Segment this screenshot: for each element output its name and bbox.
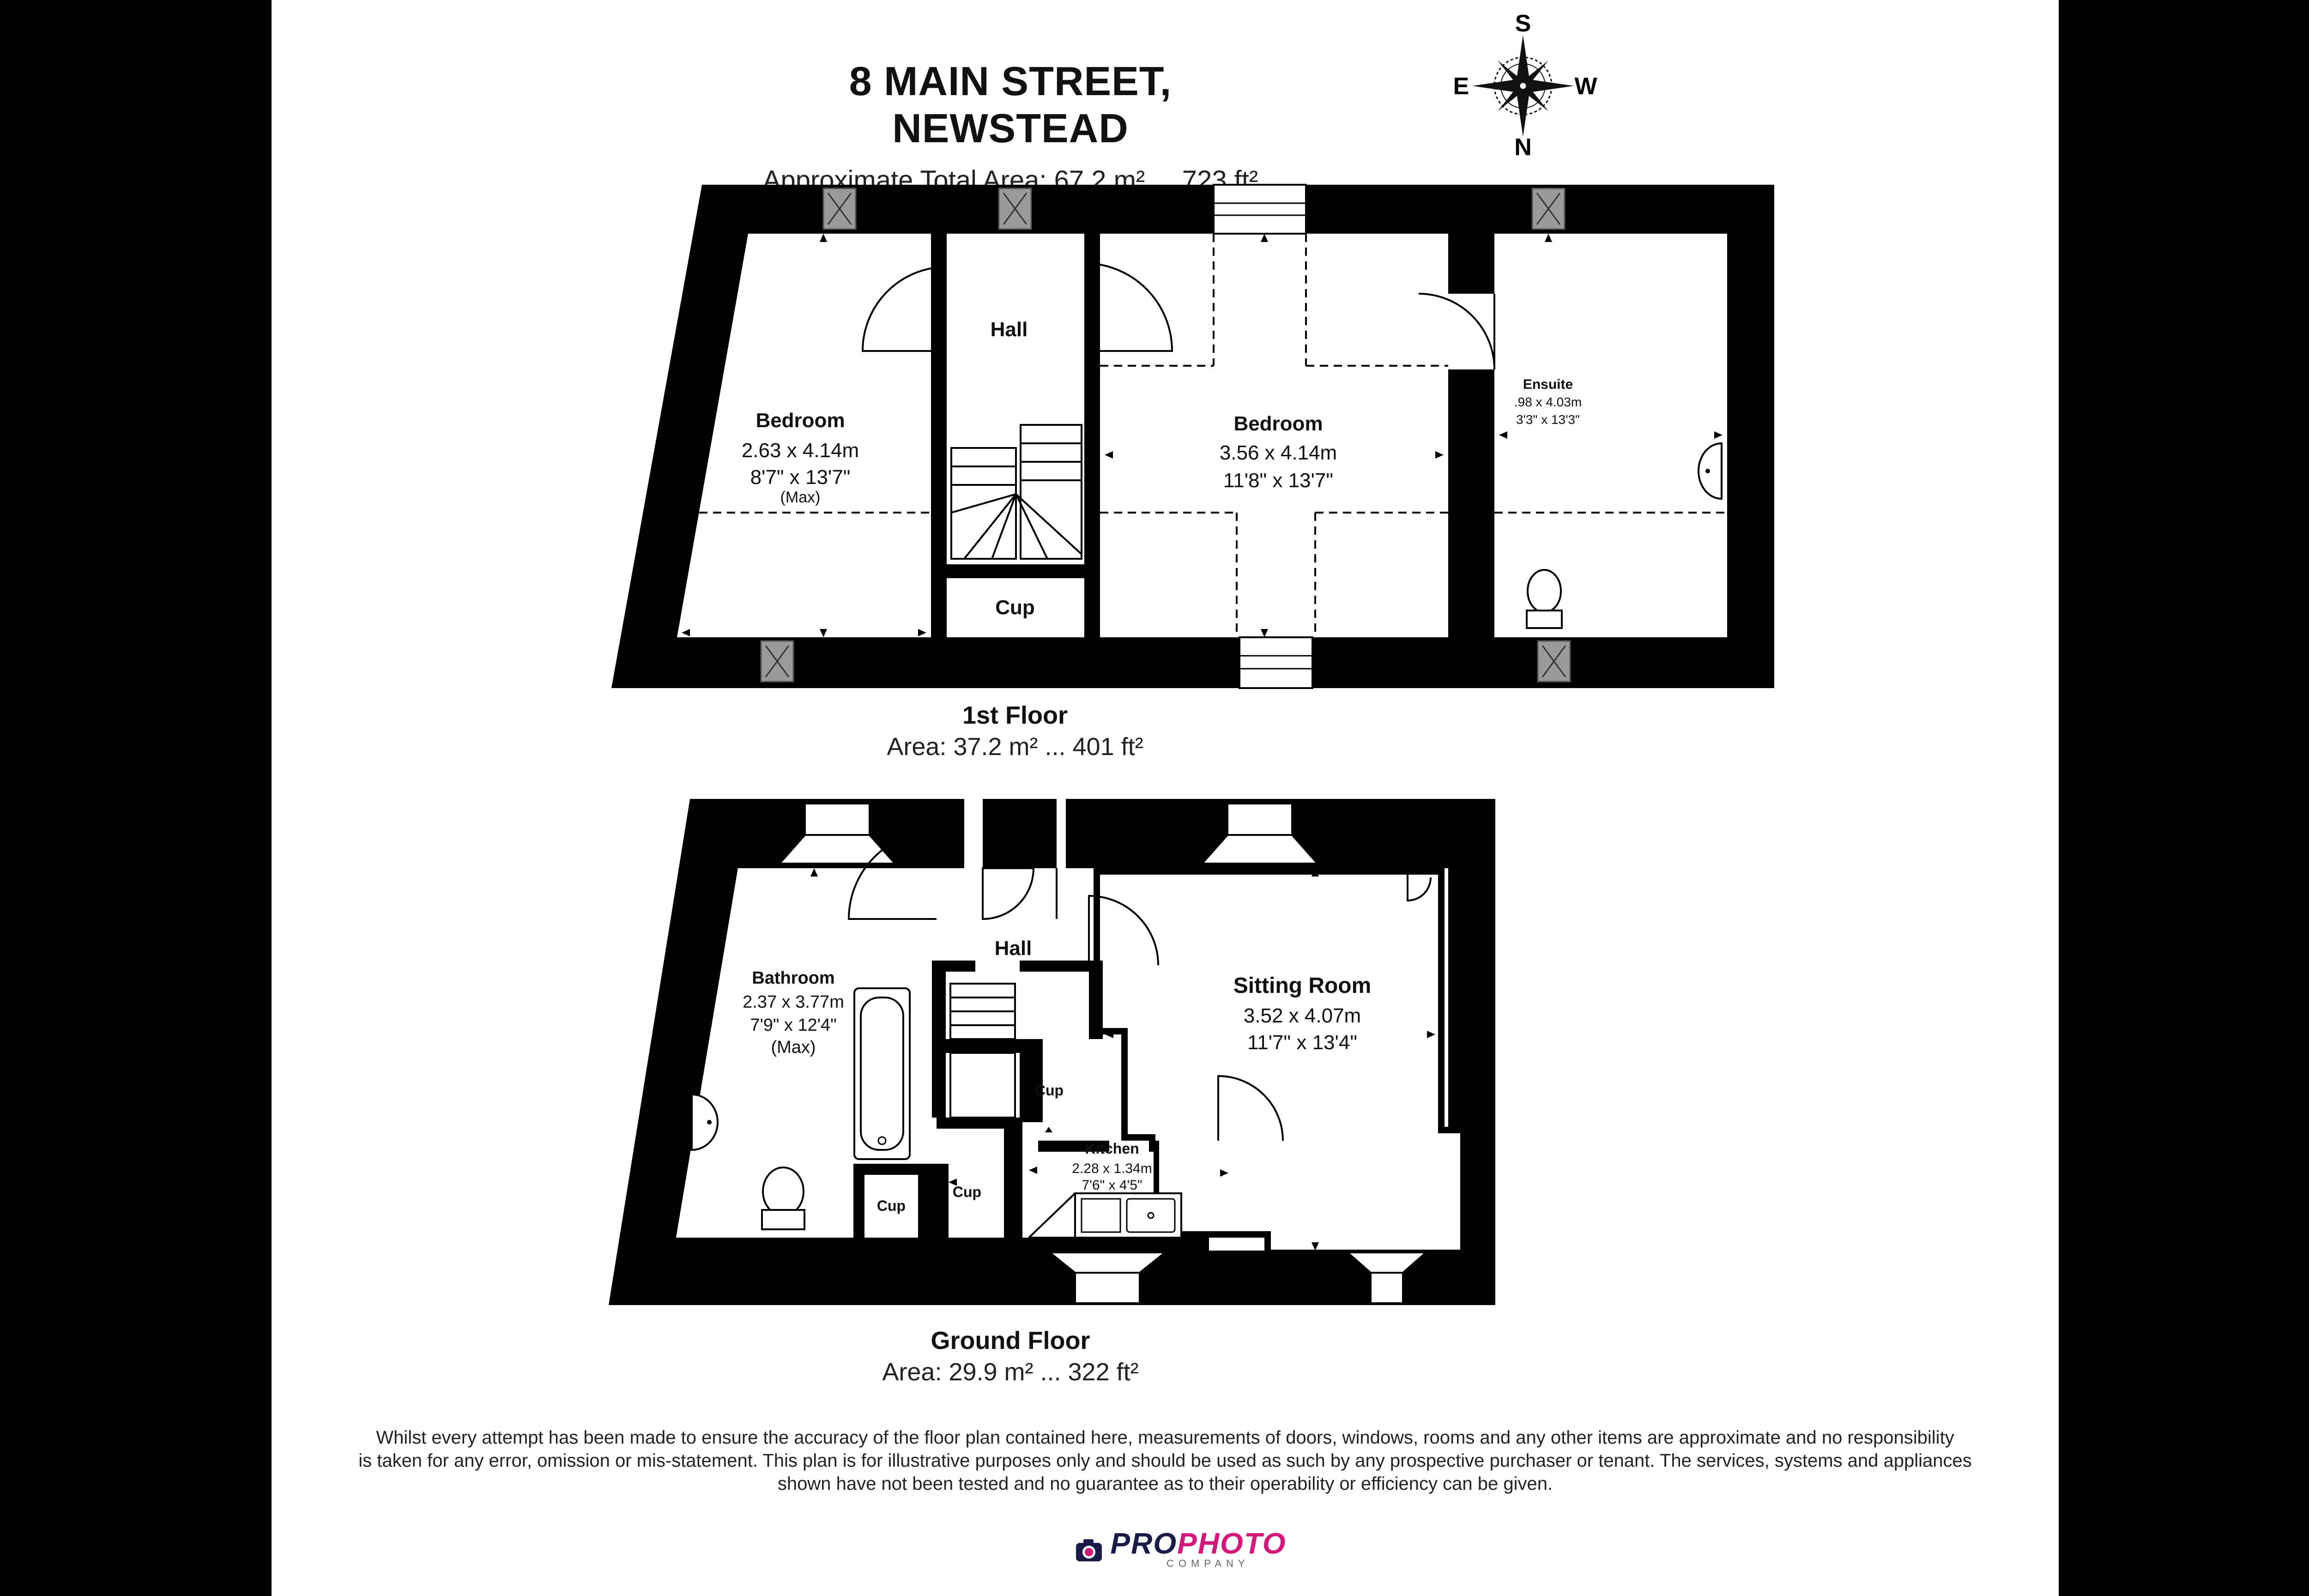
staircase-icon xyxy=(949,983,1016,1118)
door-swing-icon xyxy=(847,830,937,920)
room-label: Bedroom xyxy=(1233,412,1323,435)
ground-floor-wall xyxy=(1202,1238,1209,1251)
door-swing-icon xyxy=(1407,868,1432,902)
ground-floor-wall xyxy=(918,1164,946,1238)
first-floor-wall xyxy=(1448,369,1494,637)
window-icon xyxy=(777,803,897,864)
compass-east: E xyxy=(1453,73,1469,100)
bathtub-icon xyxy=(853,987,911,1160)
door-swing-icon xyxy=(1418,293,1495,370)
door-swing-icon xyxy=(861,266,947,352)
ground-floor-caption: Ground Floor Area: 29.9 m² ... 322 ft² xyxy=(733,1326,1287,1386)
room-dims-imperial: 7'6" x 4'5" xyxy=(1082,1178,1142,1193)
room-label: Cup xyxy=(877,1197,906,1214)
room-note: (Max) xyxy=(780,489,821,506)
window-icon xyxy=(1047,1251,1168,1304)
door-swing-icon xyxy=(982,867,1035,920)
floor-area: Area: 37.2 m² ... 401 ft² xyxy=(887,733,1143,761)
ground-floor-plan: Bathroom 2.37 x 3.77m 7'9" x 12'4" (Max)… xyxy=(609,799,1495,1305)
toilet-icon xyxy=(761,1167,805,1230)
ground-floor-wall xyxy=(937,1238,1204,1251)
sink-unit-icon xyxy=(1028,1192,1182,1239)
window-icon xyxy=(1239,636,1313,689)
disclaimer: Whilst every attempt has been made to en… xyxy=(290,1426,2040,1495)
company-logo: PROPHOTO COMPANY xyxy=(1074,1526,1287,1569)
room-dims-imperial: 7'9" x 12'4" xyxy=(750,1016,836,1035)
disclaimer-line: Whilst every attempt has been made to en… xyxy=(376,1427,1954,1448)
room-label: Kitchen xyxy=(1085,1140,1139,1157)
room-label: Cup xyxy=(995,596,1035,619)
room-dims-imperial: 11'7" x 13'4" xyxy=(1247,1031,1357,1054)
ground-floor-wall xyxy=(853,1164,864,1238)
room-dims-metric: .98 x 4.03m xyxy=(1514,395,1582,409)
room-label: Ensuite xyxy=(1523,377,1573,392)
room-dims-metric: 3.52 x 4.07m xyxy=(1244,1004,1361,1027)
measurement-arrows xyxy=(810,868,1435,1251)
logo-photo: PHOTO xyxy=(1177,1527,1287,1560)
room-dims-imperial: 3'3" x 13'3" xyxy=(1516,412,1580,427)
first-floor-wall xyxy=(947,564,1084,578)
room-note: (Max) xyxy=(771,1038,816,1057)
measurement-arrows xyxy=(682,234,1723,637)
room-dims-metric: 3.56 x 4.14m xyxy=(1220,441,1337,464)
window-icon xyxy=(1200,803,1320,864)
room-division-lines xyxy=(699,234,1727,637)
room-dims-metric: 2.63 x 4.14m xyxy=(742,439,859,462)
floor-plan-sheet: 8 MAIN STREET, NEWSTEAD Approximate Tota… xyxy=(272,0,2059,1596)
room-label: Cup xyxy=(953,1184,981,1200)
room-dims-imperial: 8'7" x 13'7" xyxy=(750,466,851,489)
staircase-icon xyxy=(950,424,1082,560)
first-floor-wall xyxy=(931,234,947,637)
ground-floor-wall xyxy=(1020,1039,1043,1122)
ground-floor-wall xyxy=(1038,1141,1109,1152)
floor-name: Ground Floor xyxy=(931,1327,1090,1354)
floor-plan-drawing: S N E W xyxy=(609,10,1774,1305)
ground-floor-wall xyxy=(1004,1118,1022,1247)
toilet-icon xyxy=(1526,569,1563,629)
floor-name: 1st Floor xyxy=(962,701,1068,729)
room-dims-metric: 2.28 x 1.34m xyxy=(1072,1161,1152,1176)
room-dims-imperial: 11'8" x 13'7" xyxy=(1223,469,1333,492)
ground-floor-wall xyxy=(1089,961,1103,1039)
first-floor-outer-wall xyxy=(611,185,1774,688)
camera-icon xyxy=(1074,1537,1104,1566)
floor-area: Area: 29.9 m² ... 322 ft² xyxy=(882,1358,1139,1386)
room-label: Sitting Room xyxy=(1233,973,1372,998)
first-floor-caption: 1st Floor Area: 37.2 m² ... 401 ft² xyxy=(738,701,1292,761)
room-label: Bathroom xyxy=(752,968,834,988)
first-floor-plan: Bedroom 2.63 x 4.14m 8'7" x 13'7" (Max) … xyxy=(611,184,1774,689)
window-icon xyxy=(1213,184,1307,235)
room-label: Bedroom xyxy=(756,409,845,432)
room-label: Cup xyxy=(1035,1082,1064,1099)
logo-company: COMPANY xyxy=(1167,1558,1250,1569)
basin-icon xyxy=(1698,442,1723,500)
compass-north: N xyxy=(1514,134,1532,161)
logo-pro: PRO xyxy=(1110,1527,1178,1560)
door-swing-icon xyxy=(1088,895,1159,966)
compass-west: W xyxy=(1574,73,1597,100)
door-swing-icon xyxy=(1084,262,1173,352)
disclaimer-line: shown have not been tested and no guaran… xyxy=(777,1474,1553,1494)
compass-south: S xyxy=(1515,10,1531,37)
basin-icon xyxy=(691,1093,719,1151)
disclaimer-line: is taken for any error, omission or mis-… xyxy=(358,1451,1972,1471)
property-title: 8 MAIN STREET, NEWSTEAD xyxy=(849,58,1172,151)
first-floor-wall xyxy=(1084,234,1100,637)
ground-floor-wall xyxy=(918,1228,946,1247)
door-swing-icon xyxy=(1217,1075,1284,1141)
room-dims-metric: 2.37 x 3.77m xyxy=(743,992,844,1012)
window-icon xyxy=(1345,1251,1429,1304)
compass-rose-icon: S N E W xyxy=(1453,10,1598,161)
room-label: Hall xyxy=(991,318,1028,341)
room-label: Hall xyxy=(995,937,1032,960)
first-floor-wall xyxy=(1448,234,1494,294)
